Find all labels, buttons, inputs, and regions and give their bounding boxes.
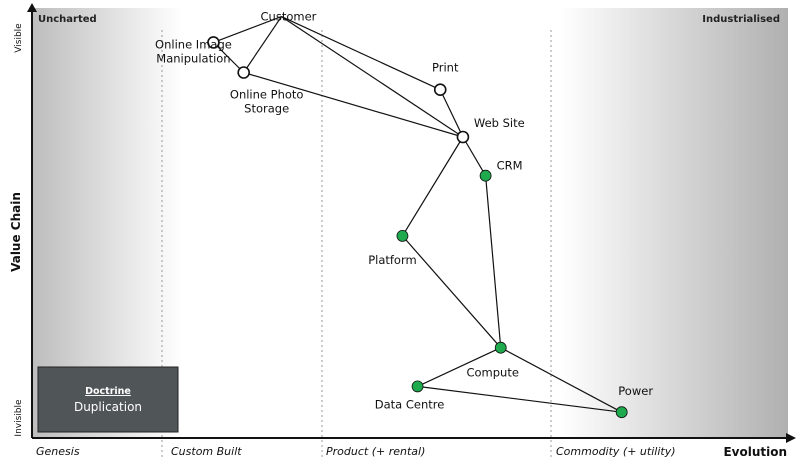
uncharted-label: Uncharted (38, 14, 97, 25)
x-axis-arrowhead (786, 433, 796, 443)
web-site-label: Web Site (474, 116, 525, 130)
customer-label: Customer (261, 10, 317, 24)
data-centre-label: Data Centre (375, 397, 445, 411)
industrialised-region (560, 8, 788, 438)
links-layer (213, 16, 622, 413)
online-photo-storage-node[interactable] (237, 66, 250, 79)
stage-product: Product (+ rental) (326, 445, 425, 458)
crm-label: CRM (497, 159, 523, 173)
y-axis-arrowhead (27, 3, 37, 12)
link-print-to-web-site (439, 89, 464, 138)
power-node[interactable] (615, 406, 628, 419)
data-centre-node[interactable] (411, 380, 424, 393)
link-web-site-to-platform (401, 136, 464, 237)
link-customer-to-online-photo-storage (243, 16, 282, 73)
web-site-node[interactable] (456, 130, 470, 144)
link-online-image-manipulation-to-online-photo-storage (213, 41, 245, 73)
online-image-manipulation-node[interactable] (207, 36, 220, 49)
nodes-layer (207, 36, 628, 419)
uncharted-region (32, 8, 182, 438)
link-customer-to-print (281, 16, 441, 91)
link-platform-to-compute (401, 235, 502, 349)
link-web-site-to-crm (462, 136, 487, 177)
value-chain-label: Value Chain (9, 192, 23, 272)
crm-node[interactable] (479, 169, 492, 182)
compute-label: Compute (466, 366, 518, 380)
stage-commodity: Commodity (+ utility) (556, 445, 676, 458)
link-crm-to-compute (485, 175, 502, 348)
link-online-photo-storage-to-web-site (243, 71, 464, 138)
platform-node[interactable] (396, 229, 409, 242)
link-compute-to-data-centre (417, 347, 501, 387)
industrialised-label: Industrialised (702, 14, 780, 25)
link-customer-to-web-site (281, 16, 464, 138)
stage-custom-built: Custom Built (171, 445, 242, 458)
doctrine-title: Doctrine (85, 386, 131, 397)
visible-label: Visible (14, 23, 24, 53)
link-compute-to-power (500, 347, 622, 413)
power-label: Power (618, 384, 653, 398)
link-data-centre-to-power (417, 385, 622, 413)
evolution-label: Evolution (723, 445, 787, 459)
print-node[interactable] (433, 83, 447, 96)
doctrine-name: Duplication (74, 400, 142, 414)
invisible-label: Invisible (14, 399, 24, 437)
link-customer-to-online-image-manipulation (213, 16, 282, 43)
print-label: Print (432, 61, 459, 75)
compute-node[interactable] (494, 341, 507, 354)
stage-genesis: Genesis (36, 445, 80, 458)
doctrine-box: Doctrine Duplication (37, 366, 179, 433)
platform-label: Platform (368, 253, 417, 267)
